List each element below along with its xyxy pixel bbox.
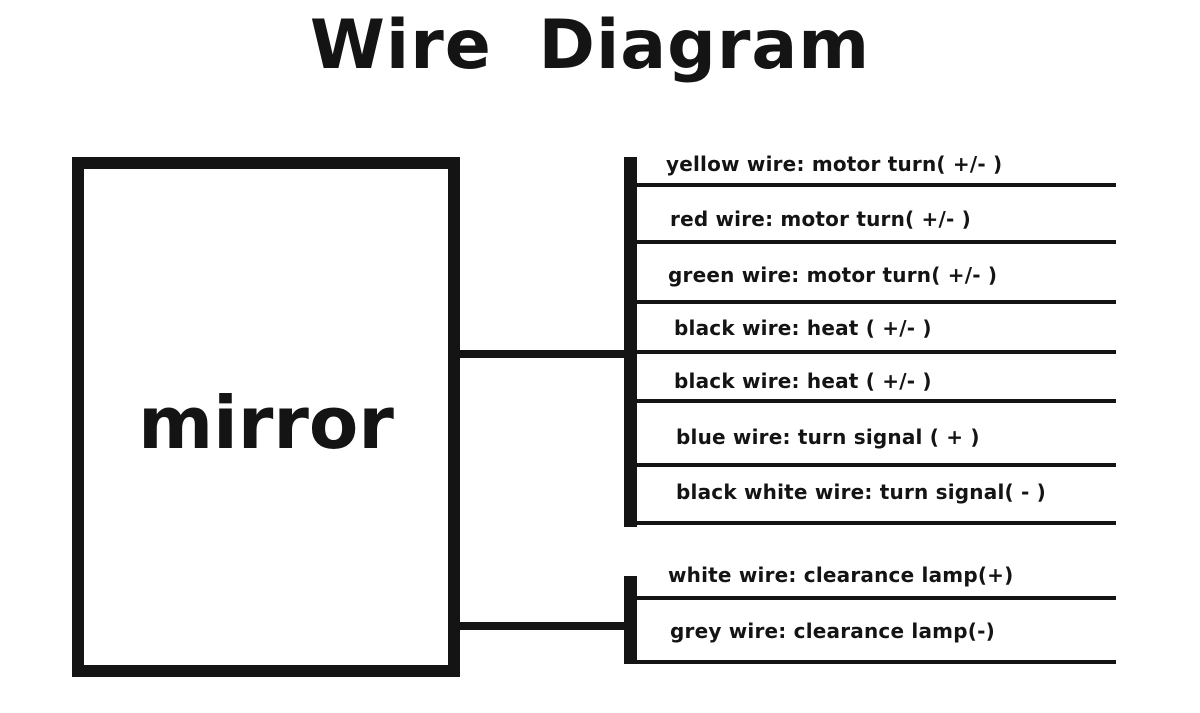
wire-line <box>636 521 1116 525</box>
bus-bar-bottom <box>624 576 637 664</box>
mirror-label: mirror <box>138 381 394 465</box>
wire-line <box>636 300 1116 304</box>
wire-label-white: white wire: clearance lamp(+) <box>668 563 1014 587</box>
wire-label-green: green wire: motor turn( +/- ) <box>668 263 998 287</box>
diagram-title: Wire Diagram <box>309 6 871 85</box>
bus-bar-top <box>624 157 637 527</box>
wire-label-blue: blue wire: turn signal ( + ) <box>676 425 980 449</box>
wire-line <box>636 240 1116 244</box>
wire-label-yellow: yellow wire: motor turn( +/- ) <box>666 152 1003 176</box>
wire-label-red: red wire: motor turn( +/- ) <box>670 207 972 231</box>
connector-line-bottom <box>448 622 632 630</box>
wire-line <box>636 399 1116 403</box>
wire-label-black-heat-1: black wire: heat ( +/- ) <box>674 316 932 340</box>
connector-line-top <box>448 350 632 358</box>
wire-line <box>636 660 1116 664</box>
wire-line <box>636 463 1116 467</box>
wire-line <box>636 350 1116 354</box>
wire-line <box>636 596 1116 600</box>
wire-label-black-heat-2: black wire: heat ( +/- ) <box>674 369 932 393</box>
mirror-box: mirror <box>72 157 460 677</box>
wire-label-black-white: black white wire: turn signal( - ) <box>676 480 1047 504</box>
wire-line <box>636 183 1116 187</box>
wire-label-grey: grey wire: clearance lamp(-) <box>670 619 995 643</box>
